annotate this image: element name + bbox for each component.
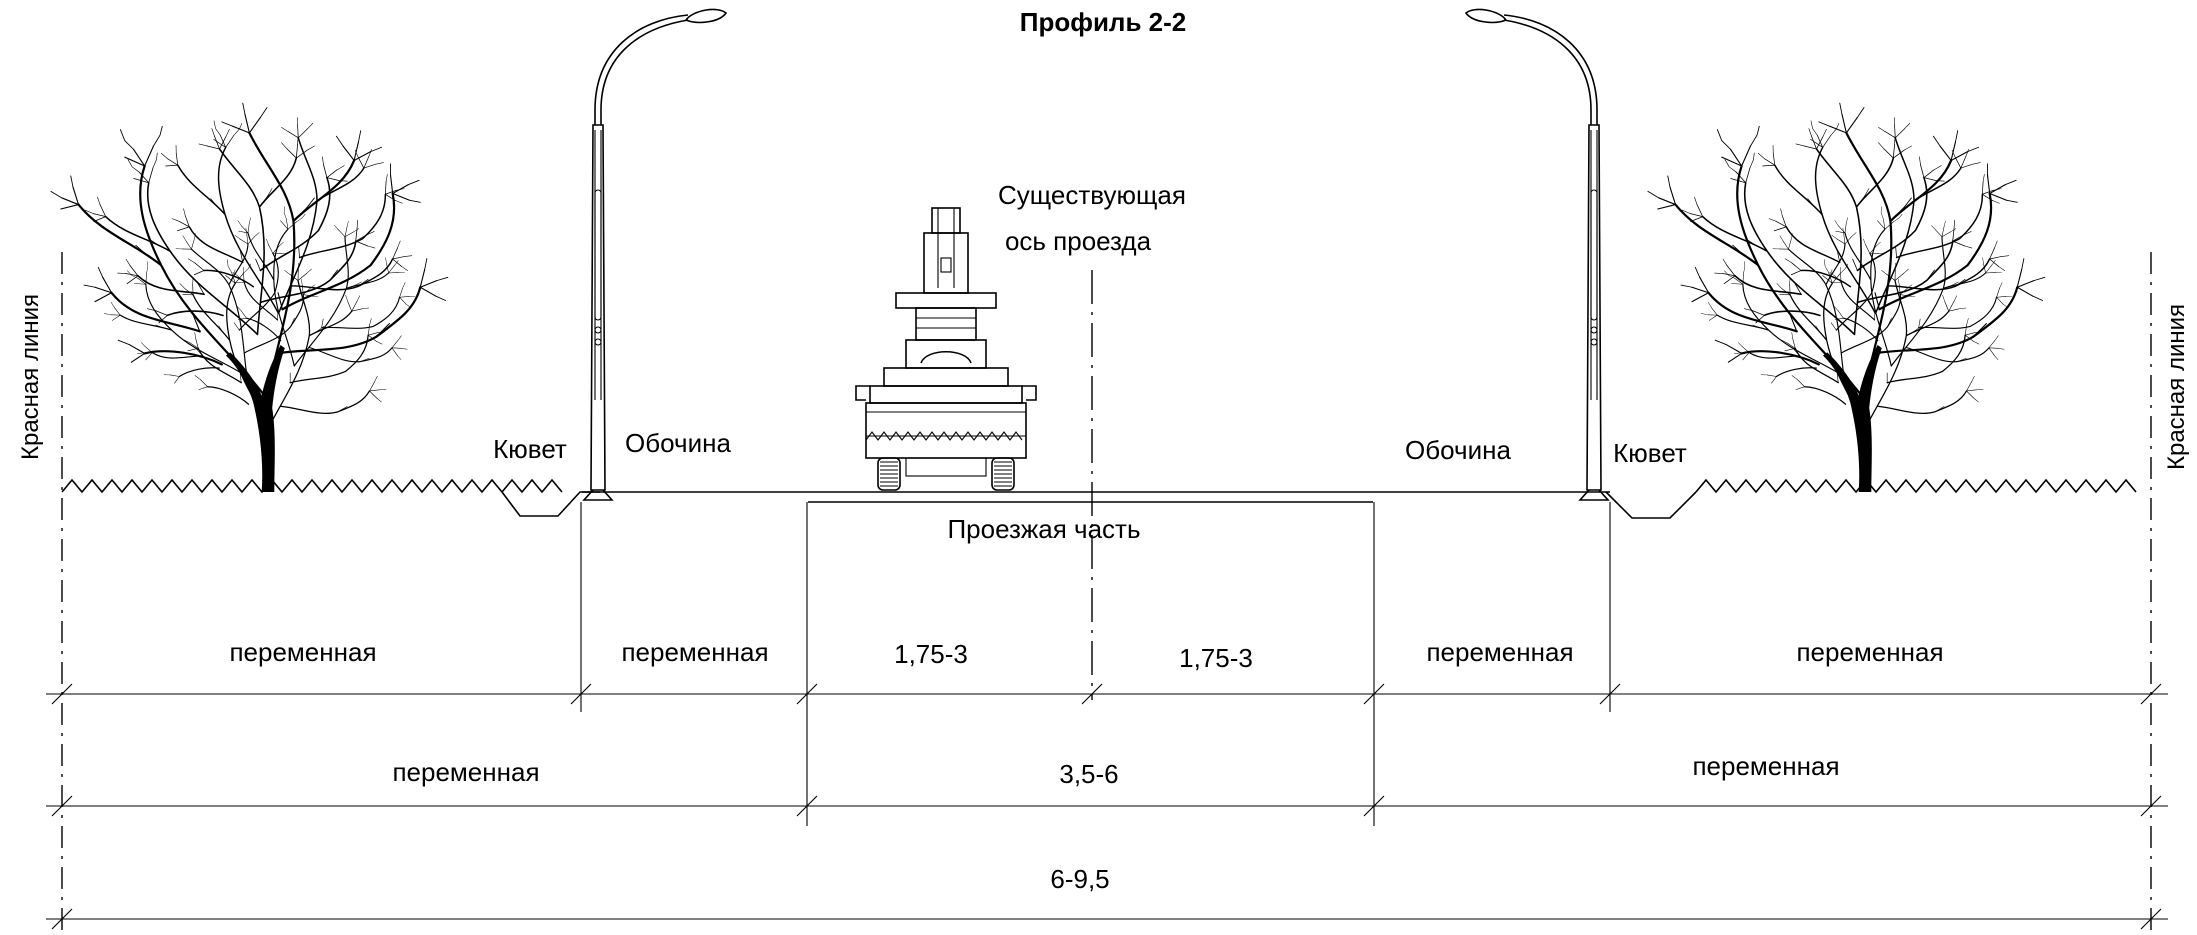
dimension-line-row2 — [46, 795, 2168, 817]
axis-label-line2: ось проезда — [1005, 226, 1152, 256]
dimension-value: переменная — [229, 637, 376, 667]
ditch-left — [501, 491, 600, 517]
tree-icon — [1648, 95, 2045, 492]
dimension-value: переменная — [1426, 637, 1573, 667]
carriageway-label: Проезжая часть — [947, 514, 1140, 544]
dimension-value: переменная — [1796, 637, 1943, 667]
ground-left — [61, 478, 563, 494]
dimension-value: переменная — [1692, 751, 1839, 781]
shoulder-right-label: Обочина — [1405, 435, 1511, 465]
extension-lines — [580, 502, 1611, 826]
red-line-right-label: Красная линия — [2163, 304, 2190, 470]
dimension-line-row1 — [46, 683, 2168, 705]
ground-right — [1695, 478, 2137, 494]
page-title: Профиль 2-2 — [1020, 7, 1187, 37]
dimension-value: 1,75-3 — [894, 639, 968, 669]
red-line-left-label: Красная линия — [17, 294, 44, 460]
axis-label-line1: Существующая — [998, 180, 1186, 210]
dimension-value: переменная — [621, 637, 768, 667]
street-lamp-icon — [1465, 8, 1609, 501]
tree-icon — [51, 95, 448, 492]
ditch-right — [1605, 491, 1697, 519]
dimension-line-row3 — [46, 908, 2168, 930]
dimension-value: 1,75-3 — [1179, 643, 1253, 673]
ditch-left-label: Кювет — [493, 434, 567, 464]
dimension-value: переменная — [392, 757, 539, 787]
street-lamp-icon — [583, 8, 727, 501]
carriageway-surface — [808, 491, 1373, 503]
shoulder-left-label: Обочина — [625, 428, 731, 458]
dimension-value: 3,5-6 — [1059, 759, 1118, 789]
ditch-right-label: Кювет — [1613, 438, 1687, 468]
dimension-value: 6-9,5 — [1050, 864, 1109, 894]
